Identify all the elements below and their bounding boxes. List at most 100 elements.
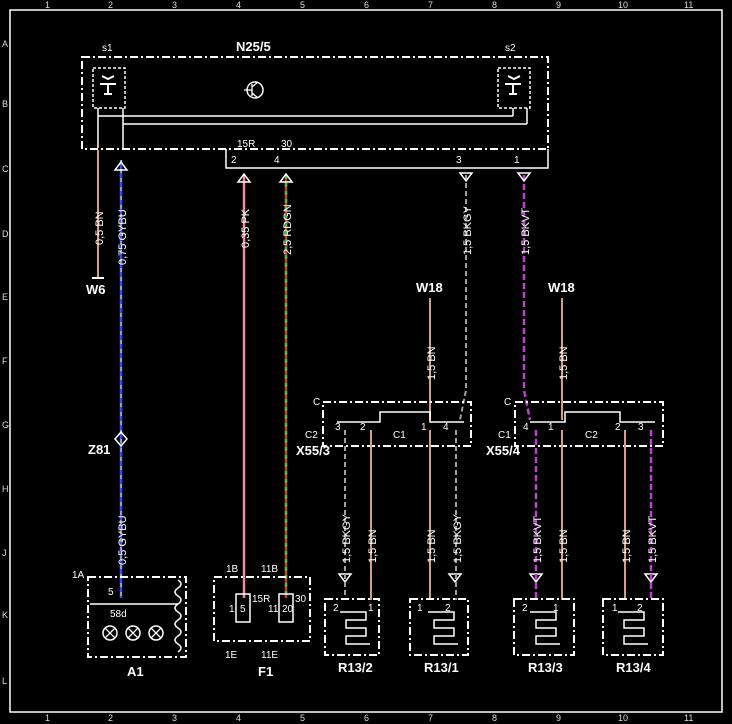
svg-text:3: 3 [335,422,341,433]
component-a1: 1A 5 58d A1 [72,570,187,679]
svg-text:2: 2 [522,603,528,614]
conn-c1-label: C1 [498,430,511,441]
ground-w6: W6 [86,282,106,297]
f1-1b: 1B [226,564,239,575]
r13-4-label: R13/4 [616,660,651,675]
col-label: 4 [236,0,241,10]
svg-text:1: 1 [553,603,559,614]
ground-w18-left: W18 [416,280,443,295]
col-label: 8 [492,0,497,10]
svg-text:1: 1 [229,604,235,615]
f1-label: F1 [258,664,273,679]
svg-text:2: 2 [360,422,366,433]
col-label: 10 [618,0,628,10]
svg-text:15R: 15R [252,594,270,605]
col-label: 2 [108,713,113,723]
svg-text:1: 1 [421,422,427,433]
r13-3-label: R13/3 [528,660,563,675]
col-label: 10 [618,713,628,723]
module-n25-5: N25/5 s1 s2 [81,39,549,169]
wire-label: 1,5 BKVT [520,208,532,255]
pin-3: 3 [456,155,462,166]
switch-s2-icon [497,67,531,109]
switch-s1-icon [92,67,126,109]
wires-top [97,150,563,598]
wire-label: 1,5 BN [621,529,633,563]
conn-c-label: C [313,397,320,408]
svg-text:1: 1 [368,603,374,614]
row-label: F [2,356,8,366]
svg-text:11: 11 [268,604,279,615]
splice-icon [114,430,128,448]
svg-text:2: 2 [333,603,339,614]
connector-x55-3: C C1 C2 X55/3 3 2 1 4 [296,397,472,458]
col-label: 3 [172,713,177,723]
r13-1-label: R13/1 [424,660,459,675]
svg-text:2: 2 [445,603,451,614]
component-f1: 1B 11B 1E 11E 1 5 15R 11 20 30 F1 [213,564,311,679]
pin-1: 1 [514,155,520,166]
conn-c-label: C [504,397,511,408]
wire-label: 1,5 BKVT [532,516,544,563]
wire-label: 2,5 RDGN [282,204,294,255]
col-label: 11 [684,713,693,723]
connector-arrows [113,160,659,584]
svg-text:2: 2 [615,422,621,433]
row-label: K [2,610,8,620]
splice-z81: Z81 [88,442,110,457]
col-label: 3 [172,0,177,10]
wire-labels-top: 0,5 BN 0,75 GYBU 0,35 PK 2,5 RDGN 1,5 BK… [94,204,570,565]
svg-text:5: 5 [240,604,246,615]
col-label: 8 [492,713,497,723]
svg-text:1: 1 [417,603,423,614]
svg-text:1: 1 [548,422,554,433]
wire-label: 1,5 BN [558,529,570,563]
pin-15r: 15R [237,139,255,150]
pin-2: 2 [231,155,237,166]
row-label: B [2,99,8,109]
row-label: D [2,229,9,239]
component-r13-1: 1 2 R13/1 [409,598,469,675]
wire-label: 1,5 BKGY [341,513,353,563]
col-label: 5 [300,713,305,723]
conn-c2-label: C2 [305,430,318,441]
a1-pin-1a: 1A [72,570,85,581]
switch-s2-label: s2 [505,43,516,54]
svg-text:3: 3 [638,422,644,433]
row-label: H [2,484,9,494]
svg-text:4: 4 [443,422,449,433]
row-label: E [2,292,8,302]
component-r13-2: 2 1 R13/2 [324,598,380,675]
row-label: A [2,39,8,49]
col-label: 9 [556,713,561,723]
r13-2-label: R13/2 [338,660,373,675]
wire-label: 1,5 BKGY [462,205,474,255]
a1-pin-5: 5 [108,587,114,598]
grid-labels: 1 2 3 4 5 6 7 8 9 10 11 A B C D E F G H … [2,0,693,723]
wire-label: 0,75 GYBU [117,209,129,265]
frame-border [9,9,723,713]
svg-text:4: 4 [523,422,529,433]
a1-pin-58d: 58d [110,609,127,620]
col-label: 9 [556,0,561,10]
wire-label: 1,5 BN [426,346,438,380]
col-label: 6 [364,713,369,723]
wire-label: 0,5 BN [94,211,106,245]
col-label: 1 [45,0,50,10]
wire-label: 1,5 BKGY [452,513,464,563]
col-label: 2 [108,0,113,10]
a1-label: A1 [127,664,144,679]
connector-x55-4: C C2 C1 X55/4 4 1 2 3 [486,397,664,458]
row-label: C [2,164,9,174]
col-label: 6 [364,0,369,10]
f1-1e: 1E [225,650,238,661]
module-box [81,56,549,150]
conn-x55-4-label: X55/4 [486,443,521,458]
col-label: 7 [428,0,433,10]
pin-30: 30 [281,139,293,150]
conn-c1-label: C1 [393,430,406,441]
wire-label: 1,5 BN [426,529,438,563]
col-label: 5 [300,0,305,10]
module-name: N25/5 [236,39,271,54]
